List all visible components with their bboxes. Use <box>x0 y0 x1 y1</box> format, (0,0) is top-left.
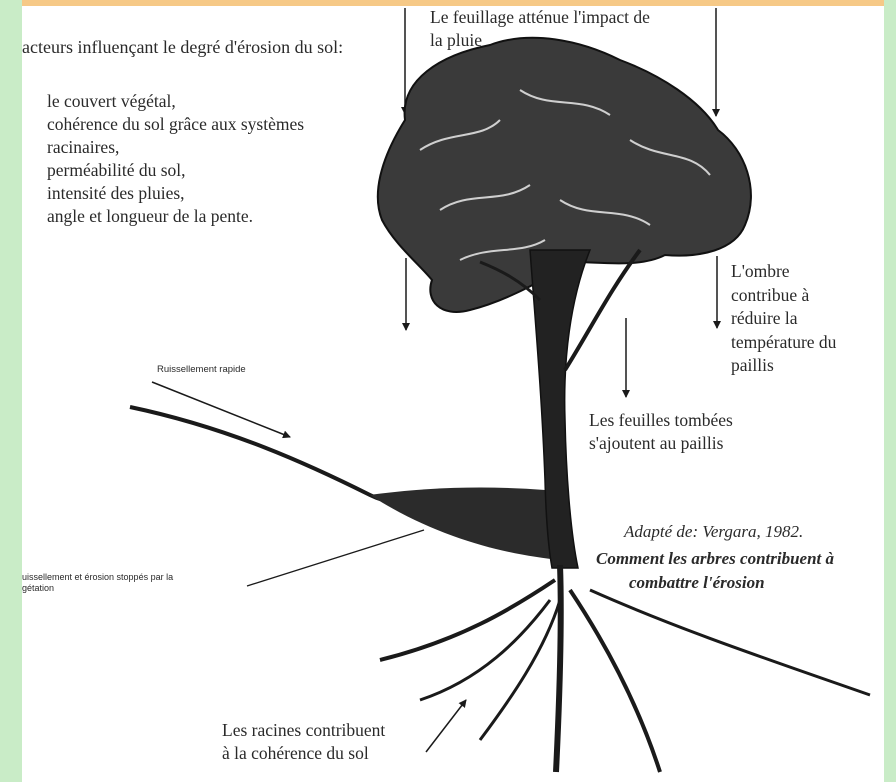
caption-line2: combattre l'érosion <box>596 571 834 595</box>
canopy-label-line2: la pluie <box>430 29 650 52</box>
canopy-label-line1: Le feuillage atténue l'impact de <box>430 6 650 29</box>
shade-label-line: température du <box>731 331 836 355</box>
shade-label-line: réduire la <box>731 307 836 331</box>
runoff-stopped-label: uissellement et érosion stoppés par la g… <box>22 572 173 594</box>
factors-heading: acteurs influençant le degré d'érosion d… <box>22 37 343 58</box>
figure-caption: Comment les arbres contribuent à combatt… <box>596 547 834 595</box>
root-left <box>380 580 555 660</box>
source-credit: Adapté de: Vergara, 1982. <box>624 522 803 542</box>
root-left-low <box>420 600 550 700</box>
runoff-arrow <box>152 382 290 437</box>
mulch-layer <box>370 488 560 560</box>
factor-item: cohérence du sol grâce aux systèmes <box>47 113 304 136</box>
caption-line1: Comment les arbres contribuent à <box>596 549 834 568</box>
factor-item: angle et longueur de la pente. <box>47 205 304 228</box>
canopy-label: Le feuillage atténue l'impact de la plui… <box>430 6 650 52</box>
roots-arrow <box>426 700 466 752</box>
root-main <box>556 565 561 772</box>
factors-list: le couvert végétal, cohérence du sol grâ… <box>47 90 304 228</box>
stopped-pointer-line <box>247 530 424 586</box>
root-mid <box>480 600 560 740</box>
shade-label: L'ombre contribue à réduire la températu… <box>731 260 836 378</box>
runoff-stopped-line2: gétation <box>22 583 173 594</box>
shade-label-line: L'ombre <box>731 260 836 284</box>
shade-label-line: paillis <box>731 354 836 378</box>
factor-item: le couvert végétal, <box>47 90 304 113</box>
fallen-leaves-label: Les feuilles tombées s'ajoutent au paill… <box>589 409 733 455</box>
factor-item: perméabilité du sol, <box>47 159 304 182</box>
fallen-leaves-line1: Les feuilles tombées <box>589 409 733 432</box>
roots-label-line2: à la cohérence du sol <box>222 742 385 765</box>
shade-label-line: contribue à <box>731 284 836 308</box>
factor-item: intensité des pluies, <box>47 182 304 205</box>
roots-label-line1: Les racines contribuent <box>222 719 385 742</box>
fallen-leaves-line2: s'ajoutent au paillis <box>589 432 733 455</box>
runoff-label: Ruissellement rapide <box>157 364 246 375</box>
factor-item: racinaires, <box>47 136 304 159</box>
runoff-stopped-line1: uissellement et érosion stoppés par la <box>22 572 173 583</box>
roots-label: Les racines contribuent à la cohérence d… <box>222 719 385 765</box>
root-right <box>570 590 660 772</box>
ground-right <box>590 590 870 695</box>
